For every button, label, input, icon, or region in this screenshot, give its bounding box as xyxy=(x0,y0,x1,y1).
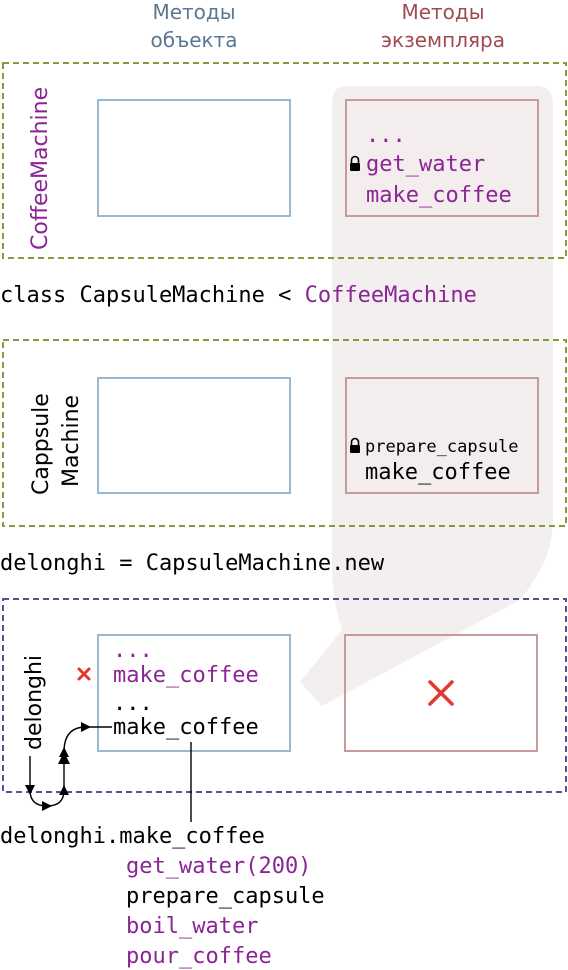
delonghi-instance-methods-box xyxy=(344,634,538,752)
capsule-machine-frame xyxy=(2,339,567,527)
call-prepare-capsule: prepare_capsule xyxy=(126,884,325,909)
coffee-machine-method-ellipsis: ... xyxy=(366,123,406,148)
large-close-icon xyxy=(428,680,454,706)
capsule-machine-object-methods-box xyxy=(97,377,291,494)
header-instance-methods-line2: экземпляра xyxy=(381,28,505,52)
class-declaration: class CapsuleMachine < CoffeeMachine xyxy=(0,283,477,308)
delonghi-frame xyxy=(2,598,567,793)
coffee-machine-label: CoffeeMachine xyxy=(28,87,53,250)
lock-icon xyxy=(350,155,360,171)
capsule-machine-label-line1: Cappsule xyxy=(29,393,54,495)
delonghi-singleton-methods-box xyxy=(97,634,291,752)
coffee-machine-method-get-water: get_water xyxy=(366,152,485,177)
class-declaration-prefix: class CapsuleMachine < xyxy=(0,283,305,308)
header-instance-methods-line1: Методы xyxy=(401,0,484,24)
call-line: delonghi.make_coffee xyxy=(0,824,265,849)
coffee-machine-instance-methods-box xyxy=(345,99,539,217)
capsule-machine-label-line2: Machine xyxy=(59,395,84,487)
lookup-arrow-head xyxy=(58,752,70,764)
small-close-icon xyxy=(77,667,91,681)
delonghi-method-make-coffee-inherited: make_coffee xyxy=(113,663,259,688)
coffee-machine-frame xyxy=(2,62,567,259)
coffee-machine-object-methods-box xyxy=(97,99,291,217)
capsule-machine-method-prepare-capsule: prepare_capsule xyxy=(365,437,519,457)
delonghi-label: delonghi xyxy=(22,655,47,750)
lookup-arrow xyxy=(24,722,112,812)
capsule-machine-instance-methods-box xyxy=(345,377,539,494)
coffee-machine-method-make-coffee: make_coffee xyxy=(366,183,512,208)
lock-icon xyxy=(350,437,360,453)
header-object-methods-line1: Методы xyxy=(152,0,235,24)
call-boil-water: boil_water xyxy=(126,914,258,939)
call-get-water: get_water(200) xyxy=(126,854,311,879)
capsule-machine-method-make-coffee: make_coffee xyxy=(365,460,511,485)
header-object-methods-line2: объекта xyxy=(151,28,238,52)
instance-declaration: delonghi = CapsuleMachine.new xyxy=(0,551,385,576)
delonghi-method-make-coffee: make_coffee xyxy=(113,715,259,740)
class-declaration-parent: CoffeeMachine xyxy=(305,283,477,308)
delonghi-method-ellipsis: ... xyxy=(113,638,153,663)
delonghi-method-ellipsis-2: ... xyxy=(113,691,153,716)
call-pour-coffee: pour_coffee xyxy=(126,944,272,969)
